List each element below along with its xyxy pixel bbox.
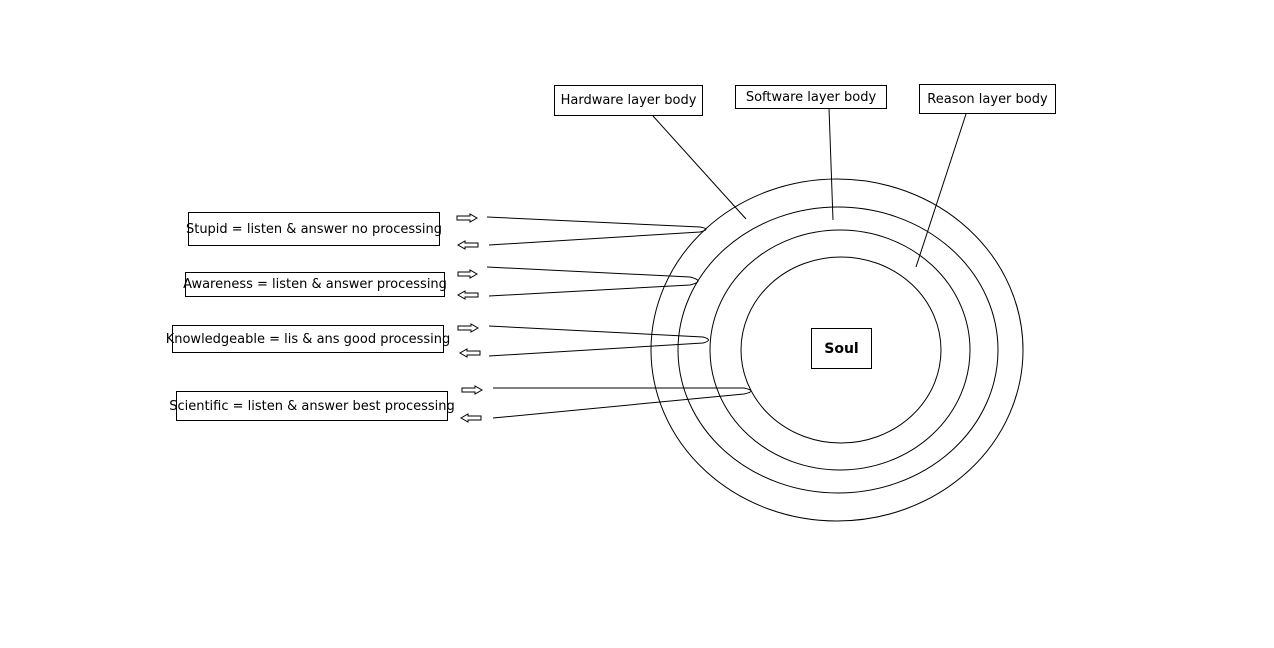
awareness-output-arrow bbox=[456, 290, 479, 300]
reason-layer-circle bbox=[709, 229, 971, 471]
awareness-input-arrow bbox=[457, 269, 479, 279]
level-awareness-label: Awareness = listen & answer processing bbox=[183, 272, 447, 297]
soul-circle bbox=[740, 256, 942, 444]
level-scientific-label: Scientific = listen & answer best proces… bbox=[169, 391, 455, 421]
awareness-signal-loop bbox=[486, 266, 699, 297]
knowledgeable-output-arrow bbox=[458, 348, 481, 358]
scientific-output-arrow bbox=[459, 413, 482, 423]
scientific-input-arrow bbox=[461, 385, 484, 395]
level-knowledgeable-label: Knowledgeable = lis & ans good processin… bbox=[166, 325, 450, 353]
knowledgeable-input-arrow bbox=[457, 323, 480, 333]
hardware-leader-line bbox=[652, 115, 747, 220]
reason-layer-label: Reason layer body bbox=[919, 84, 1056, 114]
knowledgeable-signal-loop bbox=[488, 325, 709, 357]
hardware-layer-circle bbox=[650, 178, 1024, 522]
reason-leader-line bbox=[915, 113, 967, 268]
software-layer-circle bbox=[677, 206, 999, 494]
stupid-input-arrow bbox=[456, 213, 479, 223]
stupid-output-arrow bbox=[456, 240, 479, 250]
stupid-signal-loop bbox=[486, 216, 707, 246]
soul-label: Soul bbox=[811, 328, 872, 369]
level-stupid-label: Stupid = listen & answer no processing bbox=[186, 212, 442, 246]
software-layer-label: Software layer body bbox=[735, 85, 887, 109]
scientific-signal-loop bbox=[492, 387, 752, 419]
hardware-layer-label: Hardware layer body bbox=[554, 85, 703, 116]
software-leader-line bbox=[828, 107, 834, 221]
